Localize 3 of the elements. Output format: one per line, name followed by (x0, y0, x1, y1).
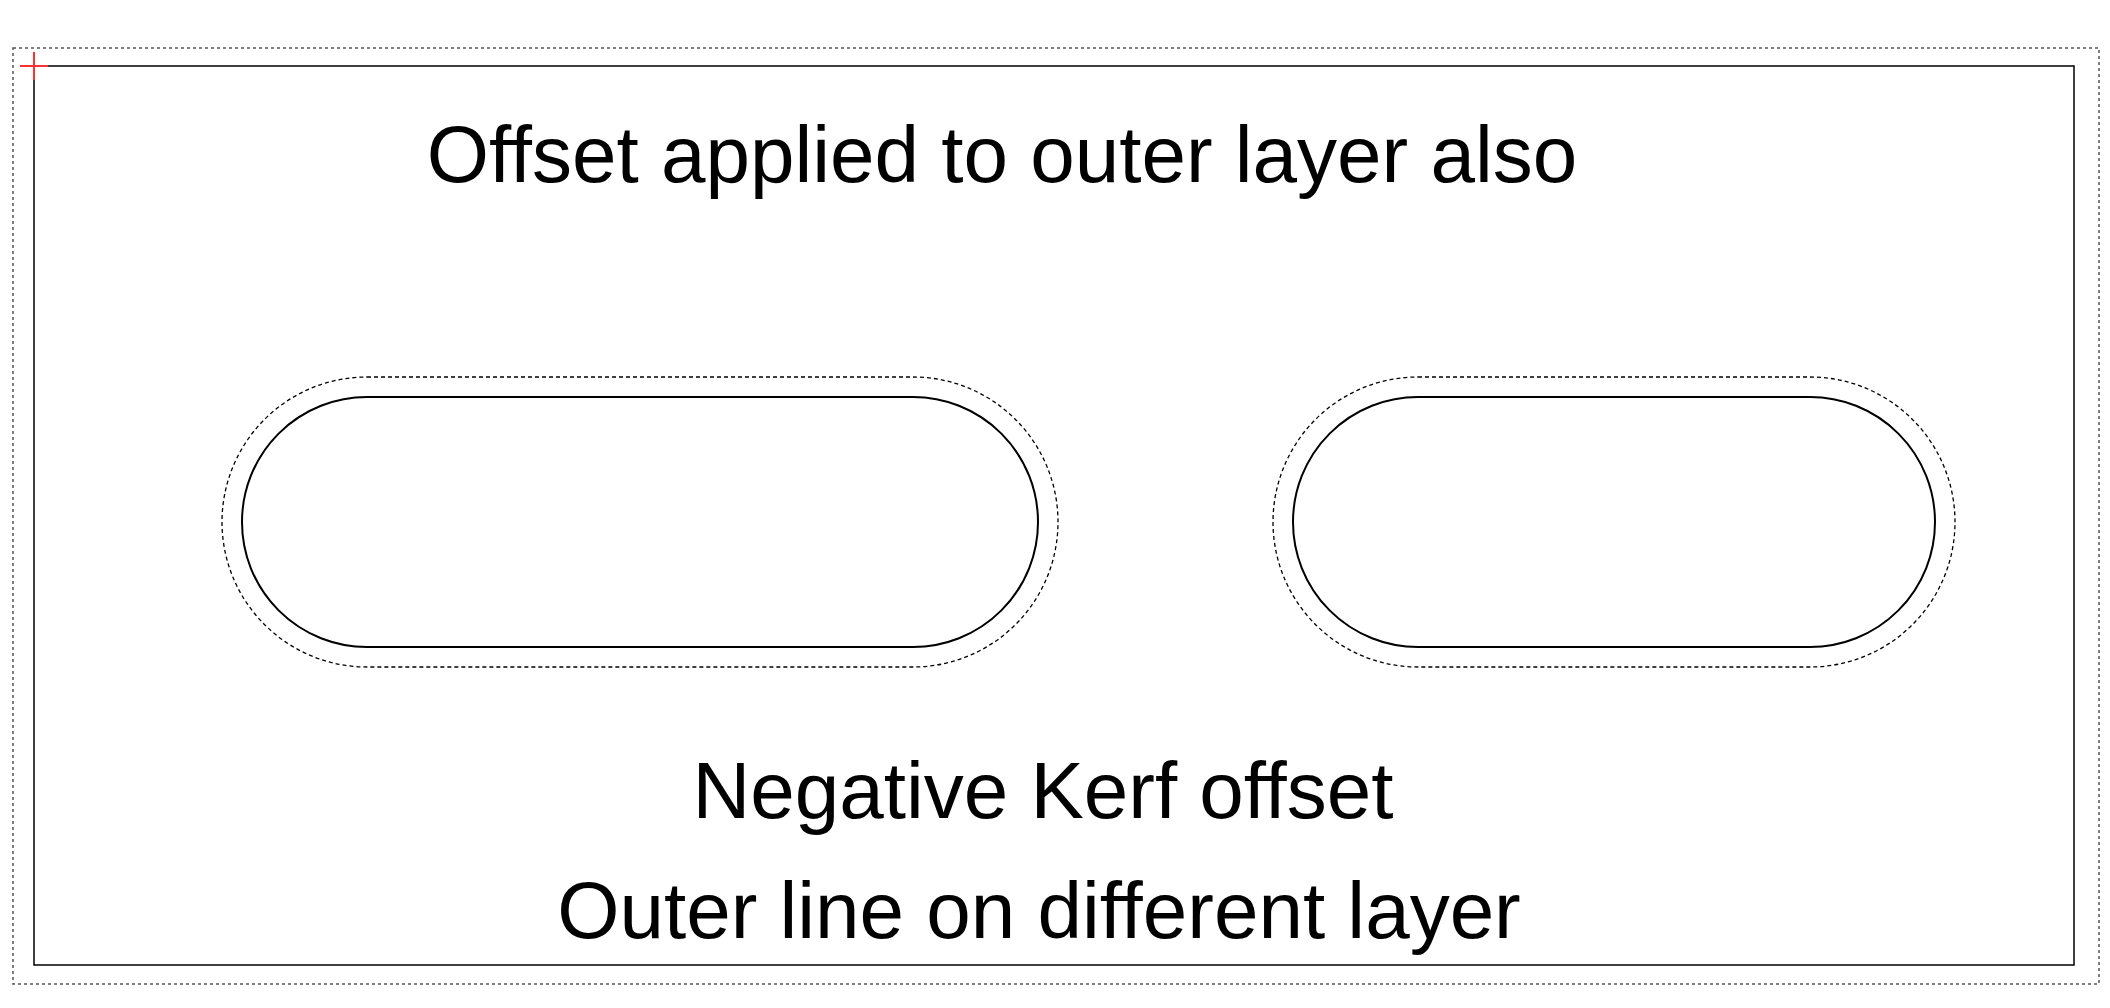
note-text: Outer line on different layer (557, 865, 1521, 957)
note-text: Offset applied to outer layer also (426, 109, 1578, 201)
note-text: Negative Kerf offset (692, 745, 1394, 837)
